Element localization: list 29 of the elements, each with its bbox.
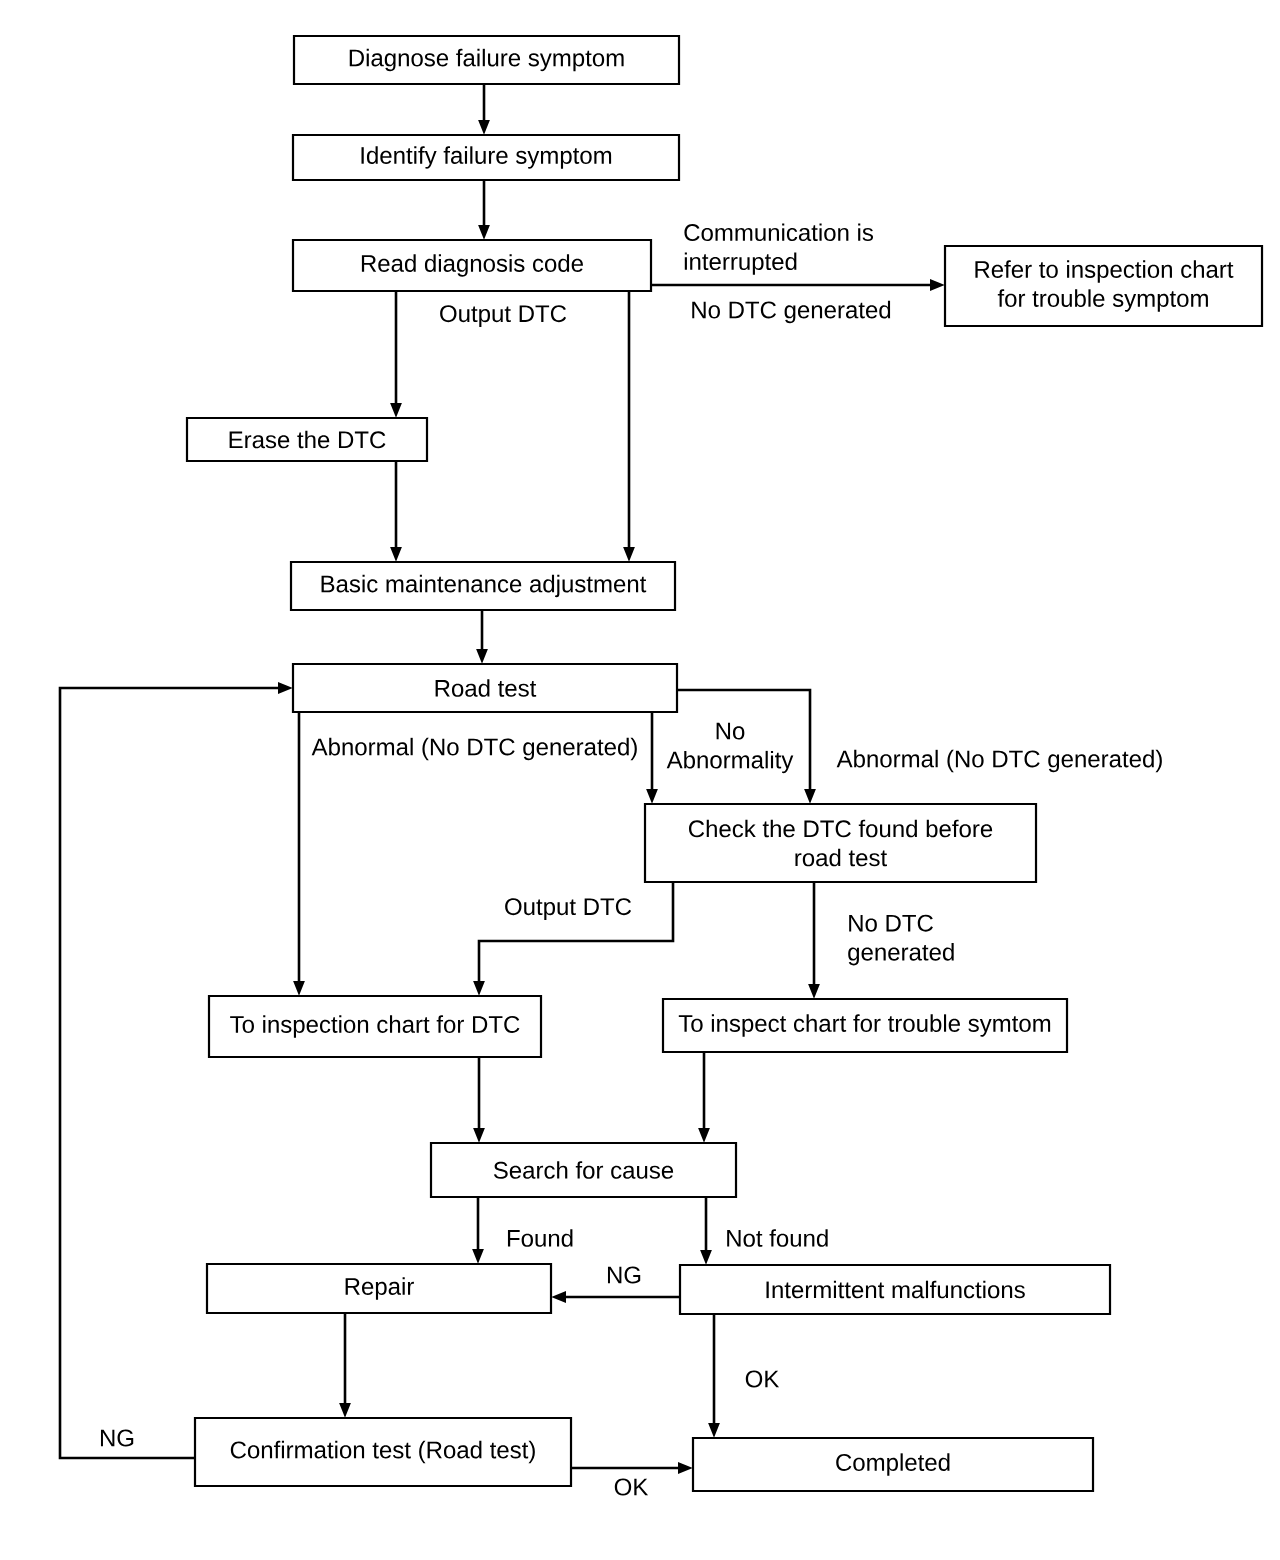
- edge-label: No Abnormality: [666, 722, 794, 774]
- edge-label: NG: [101, 1429, 134, 1447]
- edge-label: Abnormal (No DTC generated): [836, 749, 1162, 773]
- edge-label: Abnormal (No DTC generated): [311, 737, 637, 761]
- process-box: Check the DTC found before road test: [643, 802, 1038, 884]
- process-box: Read diagnosis code: [291, 238, 653, 293]
- edge-label: Not found: [727, 1229, 828, 1247]
- process-box: Confirmation test (Road test): [193, 1416, 573, 1488]
- process-box: Search for cause: [429, 1141, 738, 1199]
- condition-label: No DTC generated: [692, 300, 891, 324]
- process-box: Completed: [691, 1436, 1095, 1493]
- edge-label: Output DTC: [440, 305, 567, 327]
- process-box: Intermittent malfunctions: [678, 1263, 1112, 1316]
- edge-label: NG: [608, 1266, 641, 1284]
- process-box: Erase the DTC: [185, 416, 429, 463]
- process-box: Identify failure symptom: [291, 133, 681, 182]
- edge-label: Output DTC: [505, 898, 632, 920]
- process-box: Refer to inspection chart for trouble symptom: [943, 244, 1264, 328]
- process-box: Road test: [291, 662, 679, 714]
- process-box: To inspect chart for trouble symtom: [661, 997, 1069, 1054]
- edge-label: Communication is interrupted: [684, 223, 873, 275]
- edge-label: OK: [614, 1478, 649, 1496]
- process-box: Diagnose failure symptom: [292, 34, 681, 86]
- edge-label: No DTC generated: [848, 914, 954, 966]
- process-box: To inspection chart for DTC: [207, 994, 543, 1059]
- process-box: Basic maintenance adjustment: [289, 560, 677, 612]
- edge-label: Found: [507, 1229, 573, 1247]
- process-box: Repair: [205, 1262, 553, 1315]
- edge-label: OK: [745, 1370, 780, 1388]
